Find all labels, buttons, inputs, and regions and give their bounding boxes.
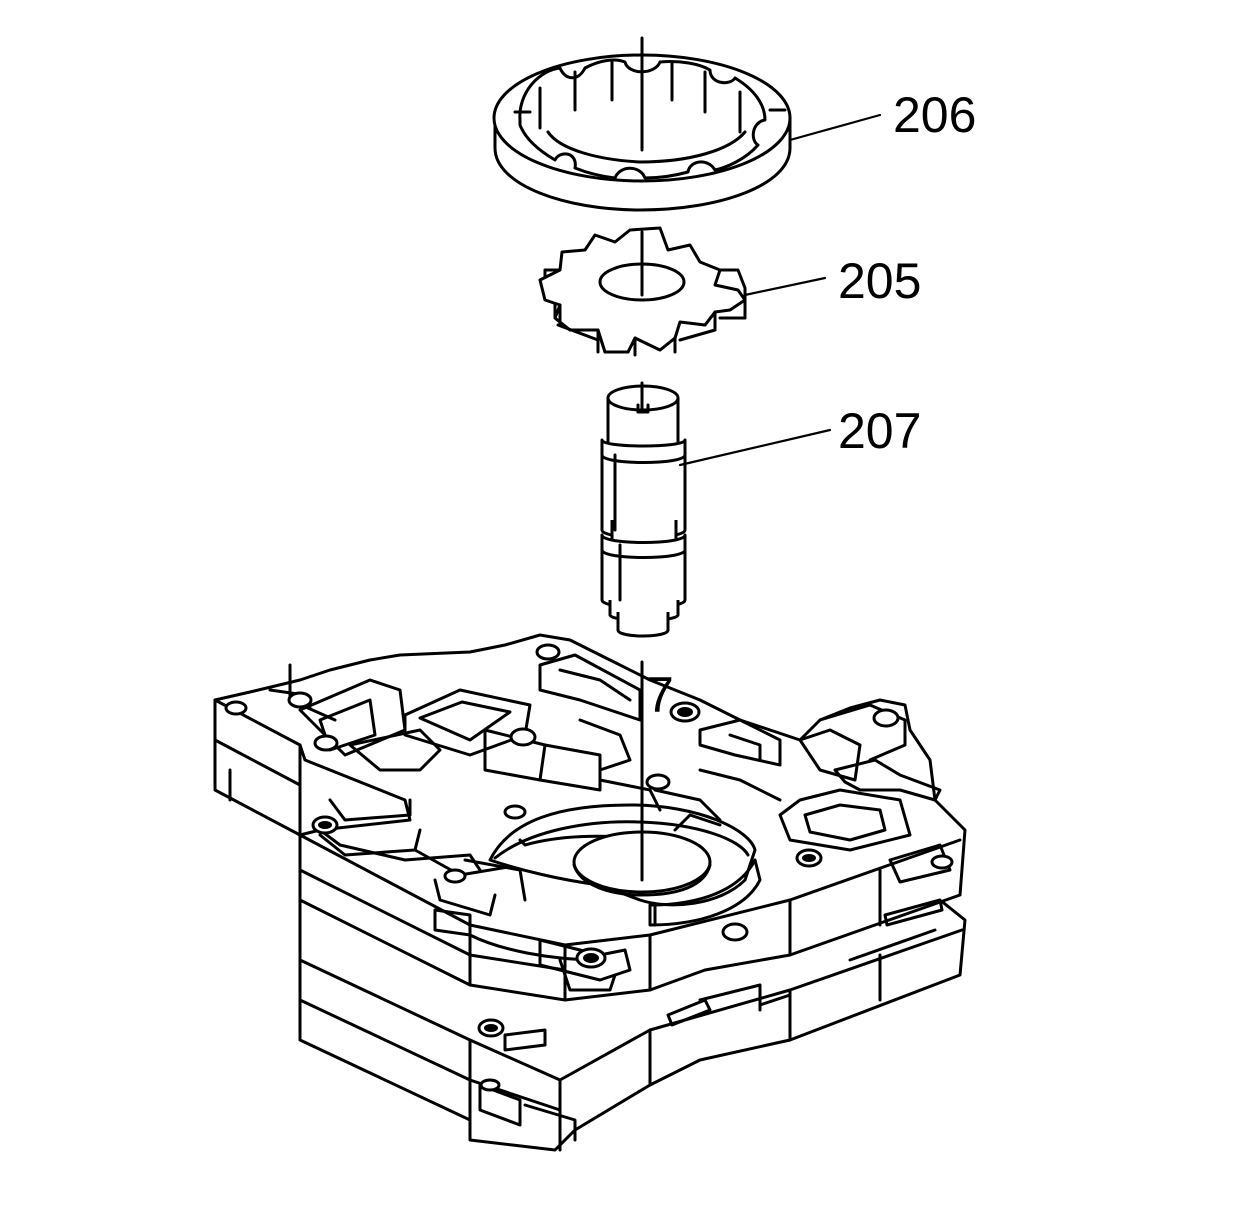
callout-207: 207	[838, 403, 921, 459]
leader-207	[678, 428, 832, 467]
leader-205	[743, 276, 827, 297]
callout-206: 206	[893, 87, 976, 143]
leader-206	[788, 113, 882, 142]
body-marking: 7	[646, 667, 674, 723]
callout-205: 205	[838, 253, 921, 309]
pump-body: 7	[213, 633, 967, 1152]
outer-ring-part	[492, 53, 792, 212]
shaft-part	[600, 384, 687, 638]
